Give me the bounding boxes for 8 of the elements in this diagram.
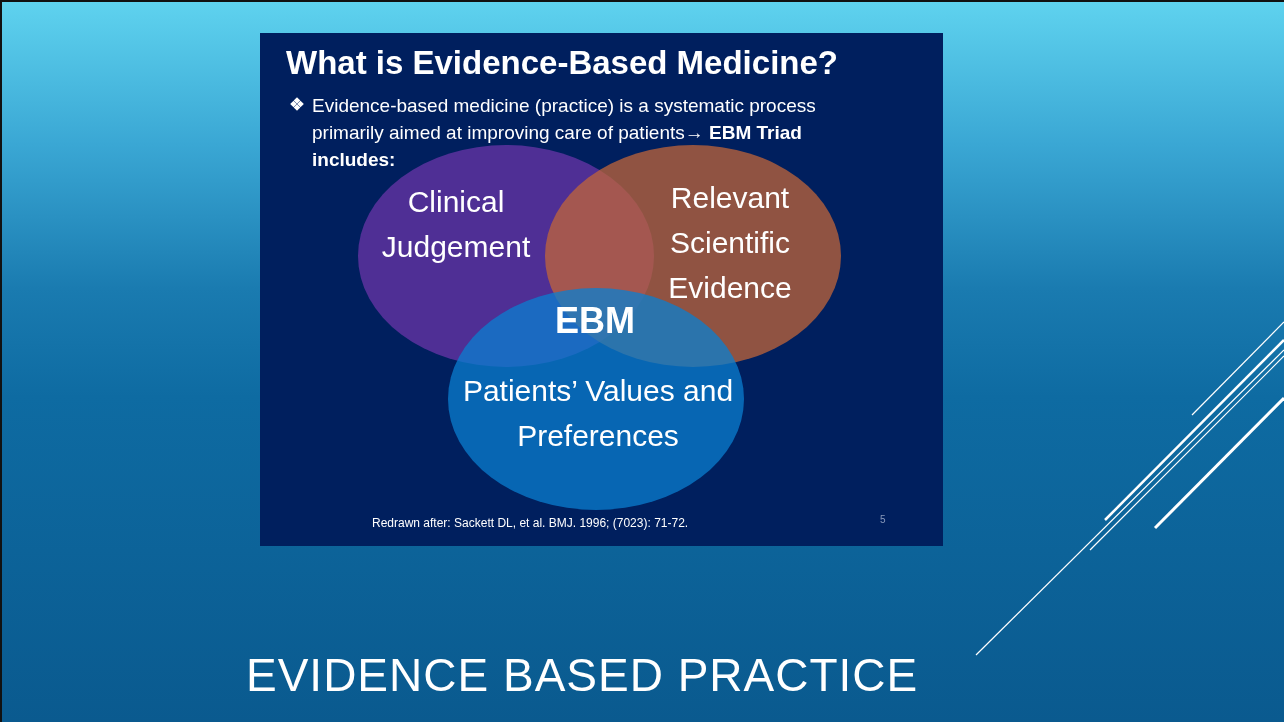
center-label: EBM [554, 300, 636, 342]
slide-heading: What is Evidence-Based Medicine? [286, 44, 838, 82]
circle-label: Relevant Scientific Evidence [667, 180, 793, 306]
bullet-text: Evidence-based medicine (practice) is a systematic process primarily aimed at improving care of patients→ EBM Triad includes: [312, 94, 817, 172]
slide-title: EVIDENCE BASED PRACTICE [246, 648, 919, 702]
page-number: 5 [880, 514, 886, 525]
circle-label: Patients’ Values and Preferences [461, 373, 735, 454]
circle-label: Clinical Judgement [380, 184, 532, 265]
